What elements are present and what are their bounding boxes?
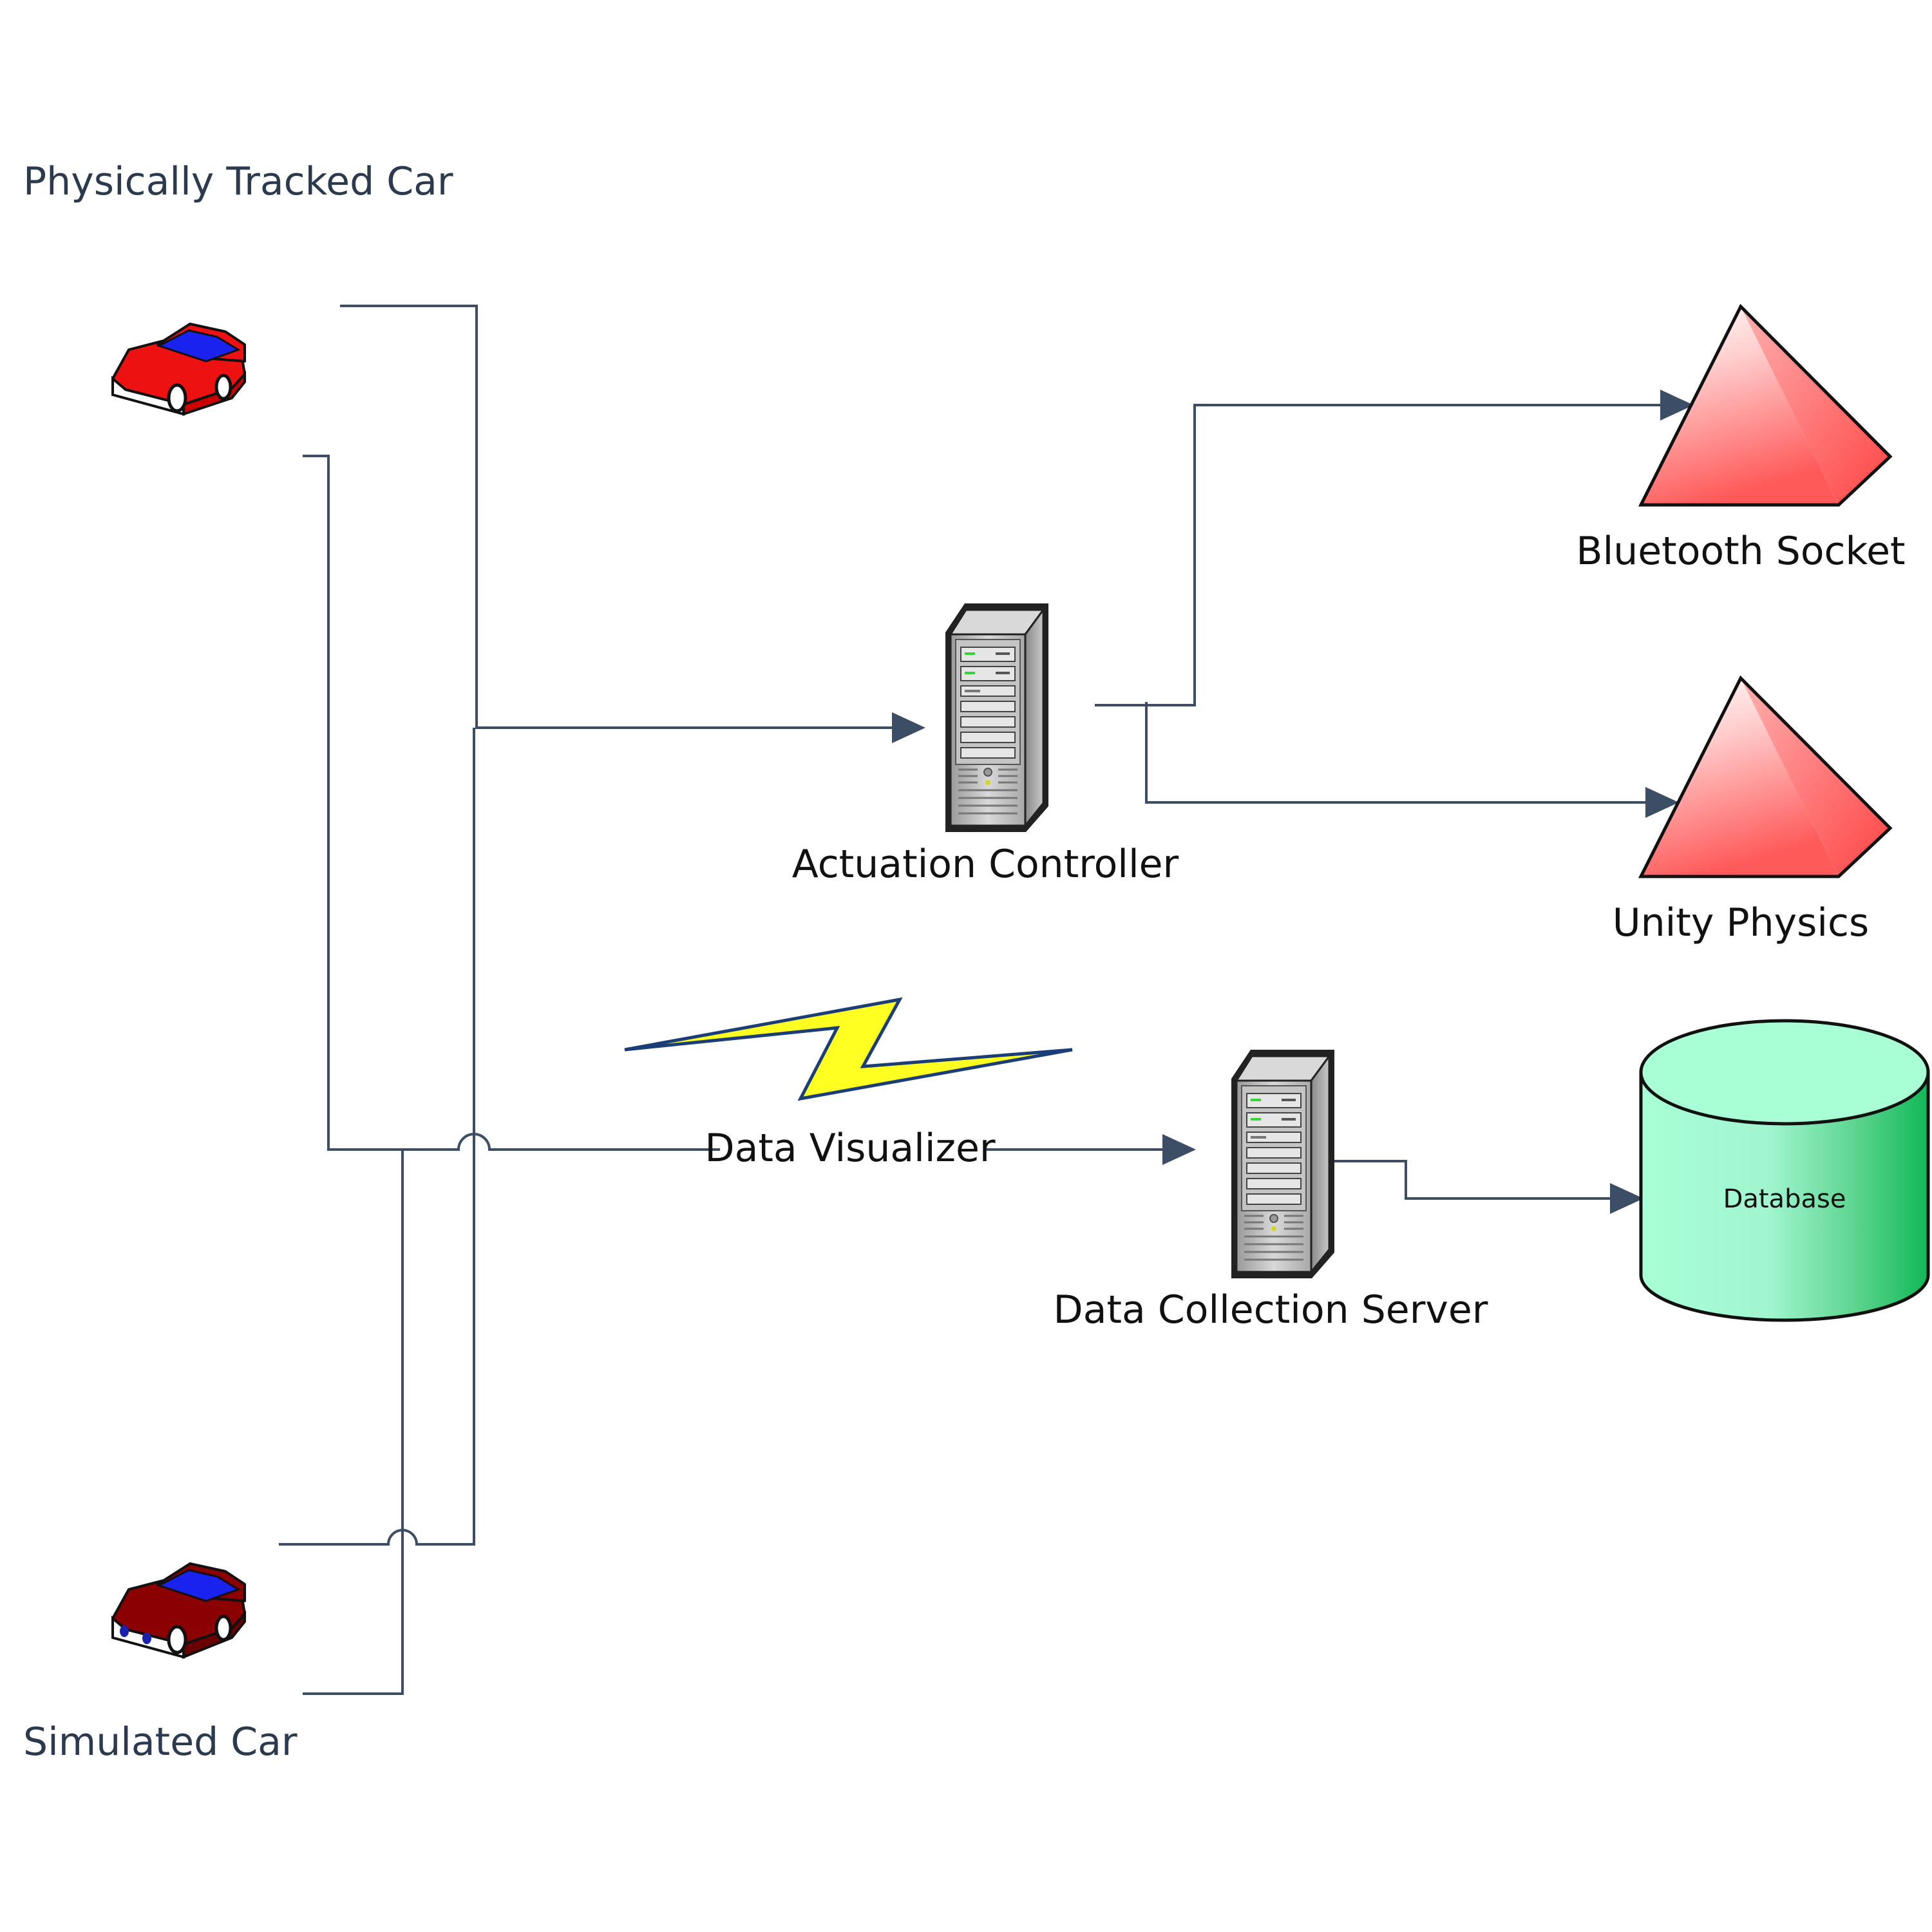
- bluetooth-socket-node[interactable]: Bluetooth Socket: [1576, 307, 1906, 574]
- physical-car-icon[interactable]: [111, 323, 246, 416]
- actuation-controller-label: Actuation Controller: [792, 842, 1179, 887]
- data-visualizer-node[interactable]: Data Visualizer: [624, 997, 1073, 1173]
- database-node[interactable]: Database: [1639, 1019, 1930, 1322]
- lightning-bolt-icon: [624, 997, 1073, 1101]
- connector-physical-to-data-server: [303, 455, 720, 1151]
- physical-car-label: Physically Tracked Car: [23, 159, 453, 204]
- unity-physics-node[interactable]: Unity Physics: [1613, 678, 1890, 945]
- server-tower-icon: [944, 602, 1050, 833]
- visualizer-label-bg: [720, 1127, 983, 1173]
- data-collection-server-node[interactable]: Data Collection Server: [1054, 1048, 1488, 1332]
- arrowhead: [1610, 1183, 1643, 1214]
- server-tower-icon: [1230, 1048, 1336, 1280]
- connector-simulated-to-actuation: [279, 728, 475, 1546]
- actuation-controller-node[interactable]: Actuation Controller: [792, 602, 1179, 887]
- connector-simulated-to-data-server: [303, 1150, 404, 1695]
- pyramid-icon: [1641, 678, 1890, 876]
- arrowhead: [1162, 1134, 1196, 1165]
- simulated-car-label: Simulated Car: [23, 1719, 298, 1765]
- connectors: [279, 305, 1694, 1695]
- unity-physics-label: Unity Physics: [1613, 900, 1870, 945]
- connector-server-to-database: [1320, 1160, 1610, 1200]
- connector-actuation-to-unity: [1145, 702, 1645, 804]
- cylinder-database-icon: [1639, 1019, 1930, 1322]
- bluetooth-socket-label: Bluetooth Socket: [1576, 529, 1905, 574]
- arrowhead: [892, 712, 925, 743]
- data-collection-server-label: Data Collection Server: [1054, 1287, 1488, 1332]
- simulated-car-icon[interactable]: [111, 1562, 246, 1659]
- connector-physical-to-actuation: [340, 305, 892, 729]
- database-label: Database: [1723, 1184, 1846, 1214]
- data-visualizer-label: Data Visualizer: [705, 1126, 996, 1171]
- connector-actuation-to-bluetooth: [1095, 404, 1662, 706]
